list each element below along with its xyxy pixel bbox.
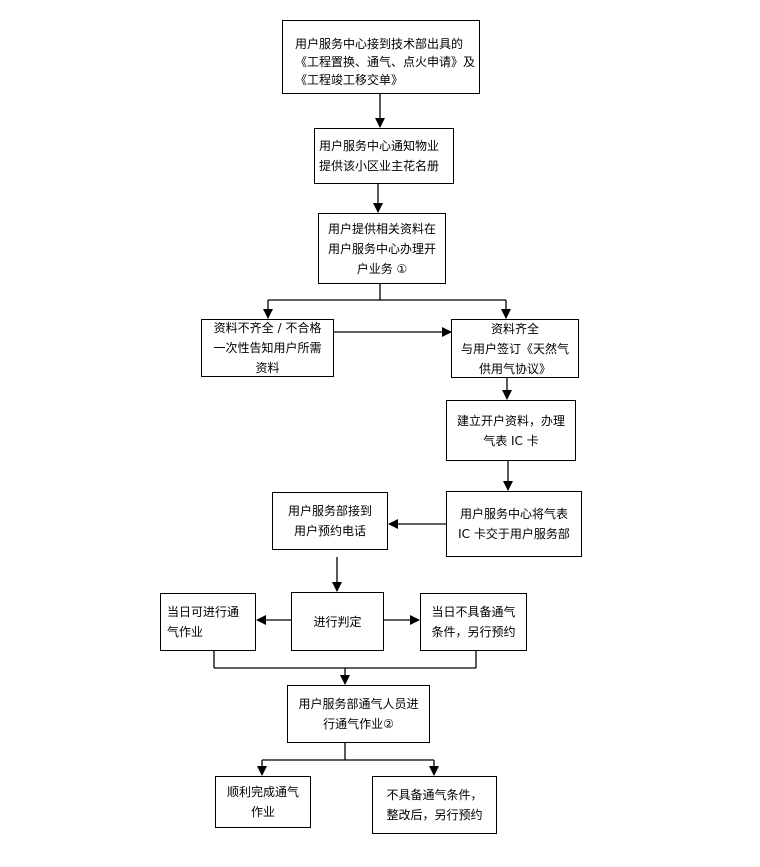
node-incomplete-docs-text: 资料不齐全 / 不合格 一次性告知用户所需 资料 (213, 321, 322, 375)
node-complete-docs-sign: 资料齐全 与用户签订《天然气 供用气协议》 (451, 319, 579, 378)
node-same-day-ok-text: 当日可进行通 气作业 (167, 605, 240, 639)
node-open-account-text: 用户提供相关资料在 用户服务中心办理开 户业务 ① (327, 221, 436, 276)
node-same-day-not-ok: 当日不具备通气 条件，另行预约 (420, 593, 527, 651)
node-incomplete-docs: 资料不齐全 / 不合格 一次性告知用户所需 资料 (201, 319, 334, 377)
node-gas-operation-text: 用户服务部通气人员进 行通气作业② (298, 697, 419, 731)
node-notify-property: 用户服务中心通知物业 提供该小区业主花名册 (314, 128, 454, 184)
node-judge-text: 进行判定 (313, 614, 362, 629)
node-not-ready-rebook-text: 不具备通气条件， 整改后，另行预约 (386, 788, 483, 822)
node-open-account: 用户提供相关资料在 用户服务中心办理开 户业务 ① (318, 213, 446, 284)
node-receive-booking-text: 用户服务部接到 用户预约电话 (287, 504, 372, 538)
node-same-day-ok: 当日可进行通 气作业 (160, 593, 256, 651)
node-success: 顺利完成通气 作业 (215, 776, 311, 828)
node-receive-application-text: 用户服务中心接到技术部出具的 《工程置换、通气、点火申请》及 《工程竣工移交单》 (295, 37, 476, 87)
node-success-text: 顺利完成通气 作业 (226, 785, 299, 819)
node-hand-over-card-text: 用户服务中心将气表 IC 卡交于用户服务部 (458, 507, 570, 541)
node-not-ready-rebook: 不具备通气条件， 整改后，另行预约 (372, 776, 497, 834)
node-create-ic-card-text: 建立开户资料，办理 气表 IC 卡 (456, 413, 565, 448)
node-complete-docs-sign-text: 资料齐全 与用户签订《天然气 供用气协议》 (460, 321, 569, 376)
node-receive-booking: 用户服务部接到 用户预约电话 (272, 492, 388, 550)
node-notify-property-text: 用户服务中心通知物业 提供该小区业主花名册 (319, 139, 440, 173)
node-gas-operation: 用户服务部通气人员进 行通气作业② (287, 685, 430, 743)
node-create-ic-card: 建立开户资料，办理 气表 IC 卡 (446, 400, 576, 461)
node-same-day-not-ok-text: 当日不具备通气 条件，另行预约 (431, 605, 516, 639)
node-hand-over-card: 用户服务中心将气表 IC 卡交于用户服务部 (446, 491, 582, 557)
node-judge: 进行判定 (291, 592, 384, 651)
node-receive-application: 用户服务中心接到技术部出具的 《工程置换、通气、点火申请》及 《工程竣工移交单》 (282, 20, 480, 94)
